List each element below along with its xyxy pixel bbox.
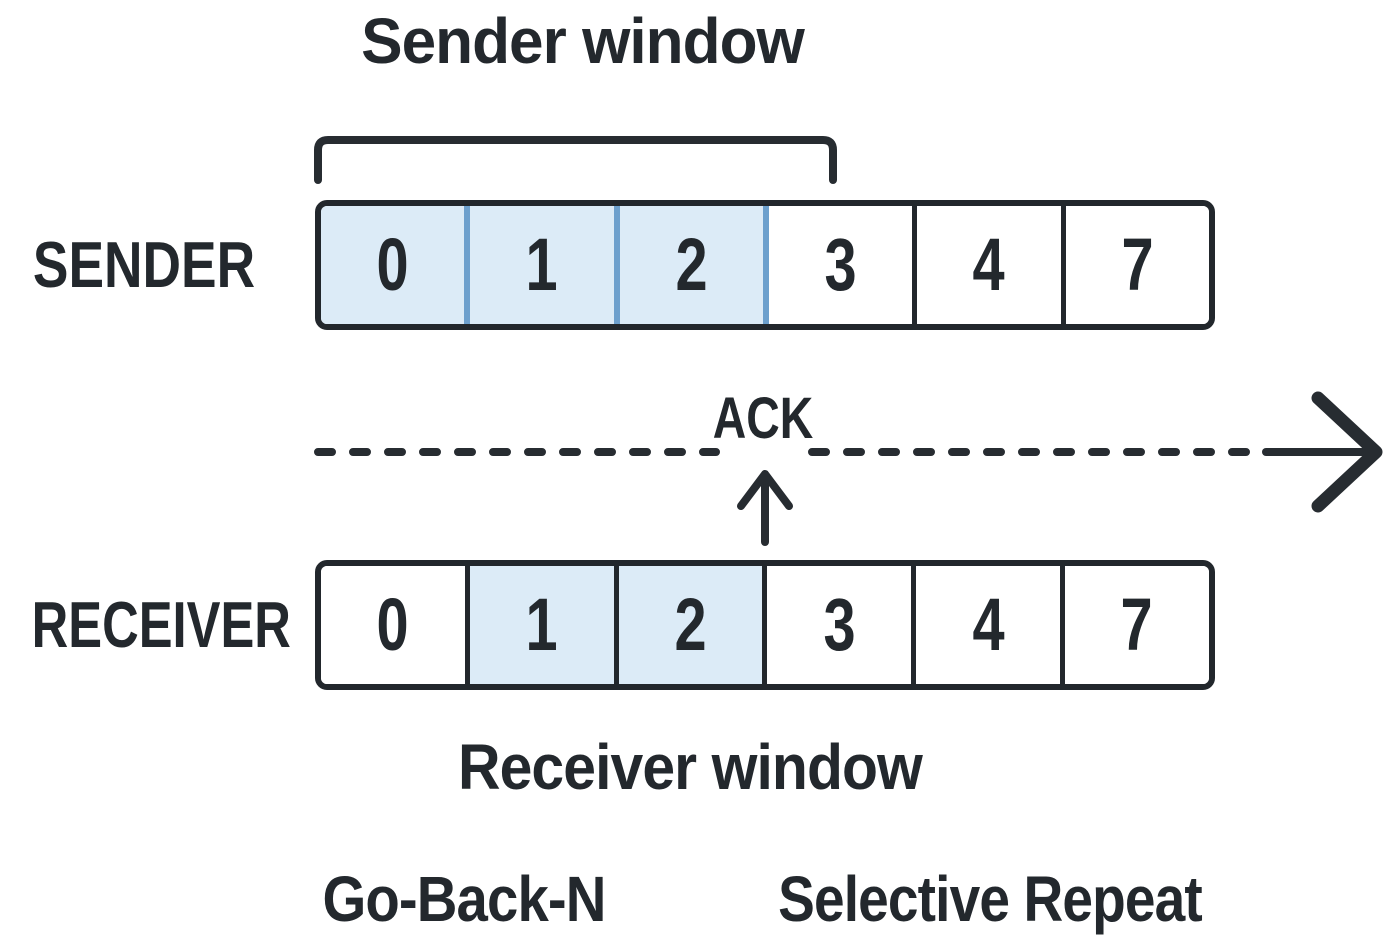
receiver-cell-4: 4 bbox=[911, 566, 1061, 684]
sender-cell-3: 3 bbox=[762, 206, 913, 324]
sender-sequence-row: 0 1 2 3 4 7 bbox=[315, 200, 1215, 330]
ack-up-arrow-icon bbox=[737, 470, 793, 546]
cell-value: 7 bbox=[1120, 583, 1154, 666]
cell-value: 7 bbox=[1121, 223, 1154, 306]
receiver-label: RECEIVER bbox=[31, 588, 291, 661]
cell-value: 4 bbox=[972, 583, 1005, 666]
sender-window-label: Sender window bbox=[361, 5, 805, 77]
cell-value: 0 bbox=[376, 223, 409, 306]
sender-cell-5: 7 bbox=[1060, 206, 1209, 324]
receiver-cell-0: 0 bbox=[321, 566, 465, 684]
receiver-cell-5: 7 bbox=[1060, 566, 1209, 684]
cell-value: 1 bbox=[525, 223, 559, 306]
cell-value: 0 bbox=[376, 583, 409, 666]
receiver-cell-1: 1 bbox=[464, 566, 614, 684]
cell-value: 2 bbox=[674, 583, 707, 666]
sender-cell-2: 2 bbox=[613, 206, 763, 324]
cell-value: 4 bbox=[972, 223, 1006, 306]
cell-value: 2 bbox=[675, 223, 708, 306]
cell-value: 3 bbox=[824, 223, 857, 306]
receiver-cell-3: 3 bbox=[762, 566, 912, 684]
sender-label: SENDER bbox=[32, 228, 256, 301]
receiver-sequence-row: 0 1 2 3 4 7 bbox=[315, 560, 1215, 690]
receiver-cell-2: 2 bbox=[613, 566, 763, 684]
ack-label: ACK bbox=[712, 386, 814, 451]
receiver-window-label: Receiver window bbox=[458, 731, 923, 803]
selective-repeat-label: Selective Repeat bbox=[778, 863, 1203, 935]
go-back-n-label: Go-Back-N bbox=[322, 863, 606, 935]
cell-value: 3 bbox=[823, 583, 856, 666]
sender-window-bracket-icon bbox=[314, 136, 837, 184]
sender-cell-0: 0 bbox=[321, 206, 465, 324]
sender-cell-4: 4 bbox=[912, 206, 1061, 324]
sender-cell-1: 1 bbox=[464, 206, 614, 324]
ack-dashed-right-arrow-icon bbox=[314, 391, 1383, 513]
cell-value: 1 bbox=[525, 583, 558, 666]
